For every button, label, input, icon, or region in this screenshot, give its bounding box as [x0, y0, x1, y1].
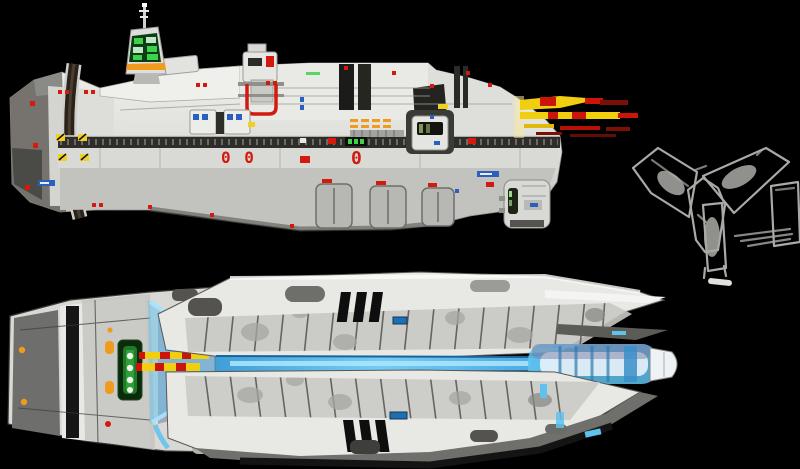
bridge-window-grid: [133, 37, 158, 60]
engine-flame: [514, 96, 638, 138]
keel-black-edge: [239, 422, 614, 469]
aft-sketch: [631, 146, 800, 280]
hatch-markers: [300, 156, 494, 187]
aft-wing-left: [631, 146, 699, 219]
bow-black-stripe: [66, 306, 79, 438]
tip-dash: [708, 278, 732, 286]
docking-bay-green: [117, 339, 143, 401]
orange-dash-rows: [350, 119, 404, 137]
side-view: 0 0 0: [9, 3, 638, 232]
lower-boom: [165, 369, 658, 469]
hatch-lines: [733, 227, 794, 248]
blue-hatch-lower: [389, 411, 408, 420]
hangar-outline: [769, 180, 800, 248]
top-view: [7, 271, 732, 469]
green-status-lights: [348, 139, 364, 144]
aft-pod-center: [704, 217, 720, 257]
hazard-chevrons: [56, 133, 89, 161]
deck-turret: [238, 43, 284, 116]
id-stripes-upper: [336, 292, 383, 322]
stern-cyan-accents: [540, 384, 602, 438]
cargo-containers: [189, 109, 255, 135]
hull-hatches: [315, 183, 455, 229]
walkway-band: [58, 135, 560, 148]
escape-pod: [499, 179, 551, 229]
mid-hull-panel: [240, 63, 436, 120]
band-seams: [99, 148, 521, 168]
hull-number-pair: 0 0: [221, 148, 256, 167]
lower-hull: [60, 168, 556, 229]
bay-lights: [126, 352, 134, 393]
blue-hatch-upper: [392, 316, 408, 325]
thruster-streaks: [136, 352, 209, 371]
sensor-mast: [139, 3, 149, 32]
bridge-tower: [125, 3, 167, 84]
stern-blade-white: [545, 290, 666, 303]
gun-pod: [406, 110, 454, 154]
signal-lights: [25, 66, 492, 228]
tower-orange-stripe: [126, 63, 166, 70]
aft-pod-left: [657, 170, 685, 196]
aft-pod-right: [721, 165, 757, 189]
bow-sketch-lines: [17, 299, 151, 445]
upper-boom: [157, 271, 668, 359]
aft-hub: [686, 176, 727, 254]
hull-number-single: 0: [351, 148, 362, 169]
